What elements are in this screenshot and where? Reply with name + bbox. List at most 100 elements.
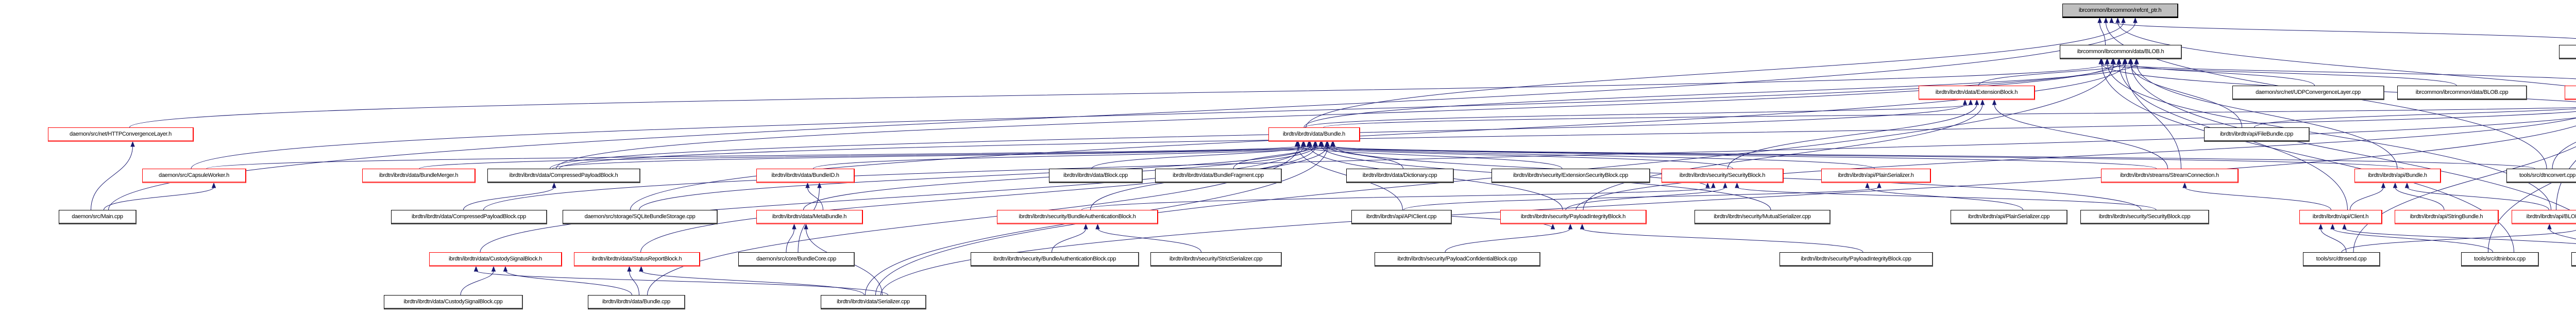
graph-node-strict[interactable]: ibrdtn/ibrdtn/security/StrictSerializer.… bbox=[1150, 252, 1282, 267]
graph-node-csbcpp[interactable]: ibrdtn/ibrdtn/data/CustodySignalBlock.cp… bbox=[384, 295, 523, 309]
graph-node-fragcpp[interactable]: ibrdtn/ibrdtn/data/BundleFragment.cpp bbox=[1155, 169, 1282, 183]
edge-bundleid-to-bundleh bbox=[813, 145, 1333, 169]
graph-node-sqlite[interactable]: daemon/src/storage/SQLiteBundleStorage.c… bbox=[563, 210, 718, 224]
graph-node-blobcpp[interactable]: ibrcommon/ibrcommon/data/BLOB.cpp bbox=[2397, 86, 2527, 100]
edge-arrowhead bbox=[552, 182, 556, 188]
edge-dtnoutbox-to-clienth bbox=[2344, 228, 2576, 244]
edge-comph-to-blobh bbox=[556, 63, 2113, 169]
graph-node-refcnt[interactable]: ibrcommon/ibrcommon/refcnt_ptr.h bbox=[2062, 4, 2178, 18]
edge-dtninbox-to-clienth bbox=[2332, 228, 2493, 253]
graph-node-comph[interactable]: ibrdtn/ibrdtn/data/CompressedPayloadBloc… bbox=[487, 169, 640, 183]
graph-node-bauthcpp[interactable]: ibrdtn/ibrdtn/security/BundleAuthenticat… bbox=[971, 252, 1139, 267]
edge-arrowhead bbox=[1974, 99, 1979, 105]
graph-node-udpcl[interactable]: daemon/src/net/UDPConvergenceLayer.cpp bbox=[2232, 86, 2384, 100]
graph-node-clienth[interactable]: ibrdtn/ibrdtn/api/Client.h bbox=[2299, 210, 2382, 224]
graph-node-stringh[interactable]: ibrdtn/ibrdtn/api/StringBundle.h bbox=[2395, 210, 2499, 224]
graph-node-bundleid[interactable]: ibrdtn/ibrdtn/data/BundleID.h bbox=[756, 169, 855, 183]
graph-node-sech[interactable]: ibrdtn/ibrdtn/security/SecurityBlock.h bbox=[1662, 169, 1784, 183]
graph-node-pibh[interactable]: ibrdtn/ibrdtn/security/PayloadIntegrityB… bbox=[1500, 210, 1647, 224]
graph-node-extblockh[interactable]: ibrdtn/ibrdtn/data/ExtensionBlock.h bbox=[1919, 86, 2035, 100]
graph-node-pibcpp[interactable]: ibrdtn/ibrdtn/security/PayloadIntegrityB… bbox=[1780, 252, 1933, 267]
edge-stringh-to-apibundleh bbox=[2395, 187, 2445, 210]
edge-arrowhead bbox=[2104, 17, 2108, 23]
graph-node-bundleh[interactable]: ibrdtn/ibrdtn/data/Bundle.h bbox=[1268, 127, 1360, 142]
graph-node-pcbcpp[interactable]: ibrdtn/ibrdtn/security/PayloadConfidenti… bbox=[1375, 252, 1540, 267]
graph-node-srbh[interactable]: ibrdtn/ibrdtn/data/StatusReportBlock.h bbox=[574, 252, 700, 267]
edge-serializer-to-csbh bbox=[476, 270, 888, 296]
graph-node-ibrcommonh[interactable]: ibrcommon/ibrcommon/ibrcommon.h bbox=[2559, 45, 2576, 59]
graph-node-apibundleh[interactable]: ibrdtn/ibrdtn/api/Bundle.h bbox=[2354, 169, 2441, 183]
graph-node-dtnsend[interactable]: tools/src/dtnsend.cpp bbox=[2303, 252, 2380, 267]
graph-node-merger[interactable]: ibrdtn/ibrdtn/data/BundleMerger.h bbox=[362, 169, 476, 183]
edge-arrowhead bbox=[2134, 58, 2139, 64]
edge-arrowhead bbox=[2342, 223, 2347, 230]
graph-node-csbh[interactable]: ibrdtn/ibrdtn/data/CustodySignalBlock.h bbox=[429, 252, 562, 267]
edge-arrowhead bbox=[473, 266, 479, 272]
graph-node-dtnoutbox[interactable]: tools/src/dtnoutbox.cpp bbox=[2571, 252, 2576, 267]
edge-csbh-to-bundleh bbox=[480, 145, 1304, 253]
graph-node-dtninbox[interactable]: tools/src/dtninbox.cpp bbox=[2461, 252, 2539, 267]
edge-comph-to-payloadh bbox=[559, 111, 2576, 169]
edge-maincpp-to-capsule bbox=[104, 187, 214, 210]
edge-arrowhead bbox=[2105, 58, 2110, 64]
edge-blockcpp-to-bundleh bbox=[1091, 145, 1303, 169]
edge-dtnoutbox-to-blobbundleh bbox=[2549, 228, 2576, 239]
edge-arrowhead bbox=[817, 182, 822, 188]
graph-node-plaincpp[interactable]: ibrdtn/ibrdtn/api/PlainSerializer.cpp bbox=[1951, 210, 2067, 224]
edge-arrowhead bbox=[2129, 58, 2133, 64]
edge-serializer-to-srbh bbox=[641, 270, 865, 296]
edge-comph-to-bundleh bbox=[552, 145, 1321, 169]
graph-node-blockcpp[interactable]: ibrdtn/ibrdtn/data/Block.cpp bbox=[1049, 169, 1143, 183]
graph-node-httpcl[interactable]: daemon/src/net/HTTPConvergenceLayer.h bbox=[48, 127, 194, 142]
graph-node-apiclient[interactable]: ibrdtn/ibrdtn/api/APIClient.cpp bbox=[1351, 210, 1452, 224]
graph-node-streamh[interactable]: ibrdtn/ibrdtn/streams/StreamConnection.h bbox=[2101, 169, 2239, 183]
graph-node-filebundle[interactable]: ibrdtn/ibrdtn/api/FileBundle.cpp bbox=[2204, 127, 2310, 142]
graph-node-bundlecpp[interactable]: ibrdtn/ibrdtn/data/Bundle.cpp bbox=[588, 295, 685, 309]
graph-node-maincpp[interactable]: daemon/src/Main.cpp bbox=[59, 210, 137, 224]
edge-arrowhead bbox=[1550, 223, 1555, 230]
graph-node-seccpp[interactable]: ibrdtn/ibrdtn/security/SecurityBlock.cpp bbox=[2080, 210, 2209, 224]
edge-filebundle-to-payloadh bbox=[2254, 108, 2576, 128]
edge-arrowhead bbox=[2133, 17, 2138, 23]
edge-arrowhead bbox=[792, 223, 796, 230]
graph-node-plainh[interactable]: ibrdtn/ibrdtn/api/PlainSerializer.h bbox=[1821, 169, 1931, 183]
graph-node-dtnconvert[interactable]: tools/src/dtnconvert.cpp bbox=[2506, 169, 2576, 183]
graph-node-dictcpp[interactable]: ibrdtn/ibrdtn/data/Dictionary.cpp bbox=[1346, 169, 1454, 183]
edge-extsec-to-bundleh bbox=[1297, 145, 1563, 169]
graph-node-compcpp[interactable]: ibrdtn/ibrdtn/data/CompressedPayloadBloc… bbox=[391, 210, 547, 224]
edge-arrowhead bbox=[2318, 223, 2323, 230]
graph-node-payloadh[interactable]: ibrdtn/ibrdtn/data/PayloadBlock.h bbox=[2565, 86, 2576, 100]
edge-arrowhead bbox=[1735, 182, 1739, 188]
graph-node-blobh[interactable]: ibrcommon/ibrcommon/data/BLOB.h bbox=[2060, 45, 2182, 59]
edge-plainh-to-bundleh bbox=[1320, 145, 1875, 169]
graph-node-blobbundleh[interactable]: ibrdtn/ibrdtn/api/BLOBBundle.h bbox=[2512, 210, 2576, 224]
edge-arrowhead bbox=[1568, 223, 1573, 230]
edge-arrowhead bbox=[1877, 182, 1882, 188]
edge-arrowhead bbox=[2097, 17, 2102, 23]
edge-bauthcpp-to-bauthh bbox=[1052, 228, 1086, 253]
graph-node-mutual[interactable]: ibrdtn/ibrdtn/security/MutualSerializer.… bbox=[1694, 210, 1831, 224]
edge-dtnconvert-to-bundleh bbox=[1321, 145, 2535, 169]
graph-node-bauthh[interactable]: ibrdtn/ibrdtn/security/BundleAuthenticat… bbox=[997, 210, 1158, 224]
edge-fragcpp-to-bundleh bbox=[1233, 145, 1315, 169]
graph-node-bundlecore[interactable]: daemon/src/core/BundleCore.cpp bbox=[738, 252, 855, 267]
edge-bundlecpp-to-srbh bbox=[629, 270, 639, 296]
edge-arrowhead bbox=[2099, 58, 2104, 64]
edge-arrowhead bbox=[1331, 141, 1336, 147]
edge-arrowhead bbox=[2121, 17, 2126, 23]
edge-arrowhead bbox=[1865, 182, 1870, 188]
edge-clienth-to-apibundleh bbox=[2350, 187, 2384, 210]
graph-node-serializer[interactable]: ibrdtn/ibrdtn/data/Serializer.cpp bbox=[821, 295, 926, 309]
edge-arrowhead bbox=[804, 223, 808, 230]
edge-arrowhead bbox=[627, 266, 632, 272]
edge-capsule-to-bundleh bbox=[206, 145, 1297, 169]
edge-arrowhead bbox=[1308, 141, 1313, 147]
edge-arrowhead bbox=[130, 141, 135, 147]
graph-node-metah[interactable]: ibrdtn/ibrdtn/data/MetaBundle.h bbox=[756, 210, 863, 224]
edge-streamh-to-bundleh bbox=[1332, 145, 2157, 169]
edge-arrowhead bbox=[1095, 223, 1100, 230]
edge-pibh-to-extblockh bbox=[1583, 104, 1983, 210]
graph-node-extsec[interactable]: ibrdtn/ibrdtn/security/ExtensionSecurity… bbox=[1492, 169, 1650, 183]
graph-node-capsule[interactable]: daemon/src/CapsuleWorker.h bbox=[142, 169, 246, 183]
edge-dtnoutbox-to-blobh bbox=[2131, 63, 2576, 214]
